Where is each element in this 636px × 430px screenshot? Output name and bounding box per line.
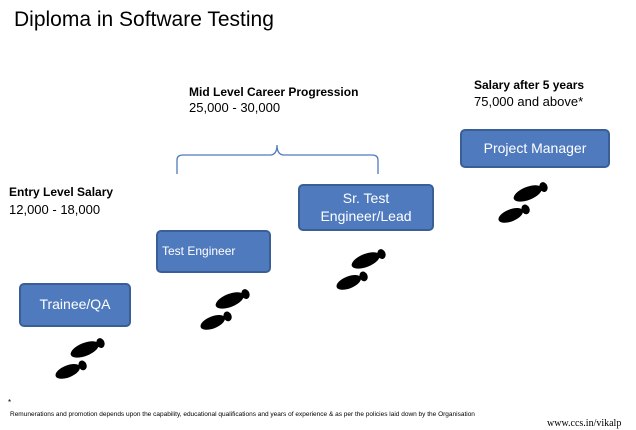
- sr-test-line1: Sr. Test: [342, 190, 390, 206]
- sr-test-line2: Engineer/Lead: [320, 207, 412, 224]
- sr-test-engineer-box: Sr. Test Engineer/Lead: [298, 184, 434, 231]
- test-engineer-box: Test Engineer: [156, 230, 271, 273]
- trainee-qa-box: Trainee/QA: [19, 283, 131, 327]
- entry-level-range: 12,000 - 18,000: [9, 202, 101, 217]
- test-engineer-label: Test Engineer: [162, 244, 236, 258]
- footprints-icon: [193, 286, 257, 333]
- entry-level-label: Entry Level Salary: [9, 185, 114, 199]
- website-link: www.ccs.in/vikalp: [547, 418, 622, 429]
- salary-5yr-range: 75,000 and above*: [474, 94, 584, 109]
- project-manager-box: Project Manager: [460, 129, 610, 168]
- footprints-icon: [48, 335, 112, 382]
- mid-level-range: 25,000 - 30,000: [189, 100, 281, 115]
- footprints-icon: [491, 179, 555, 226]
- curly-brace: [176, 144, 379, 174]
- trainee-qa-label: Trainee/QA: [39, 296, 111, 313]
- salary-5yr-label: Salary after 5 years: [474, 78, 585, 92]
- project-manager-label: Project Manager: [483, 139, 587, 156]
- footprints-icon: [329, 246, 393, 293]
- footnote: Remunerations and promotion depends upon…: [10, 411, 475, 418]
- mid-level-label: Mid Level Career Progression: [189, 85, 359, 99]
- page-title: Diploma in Software Testing: [14, 8, 274, 31]
- footnote-marker: *: [8, 398, 12, 407]
